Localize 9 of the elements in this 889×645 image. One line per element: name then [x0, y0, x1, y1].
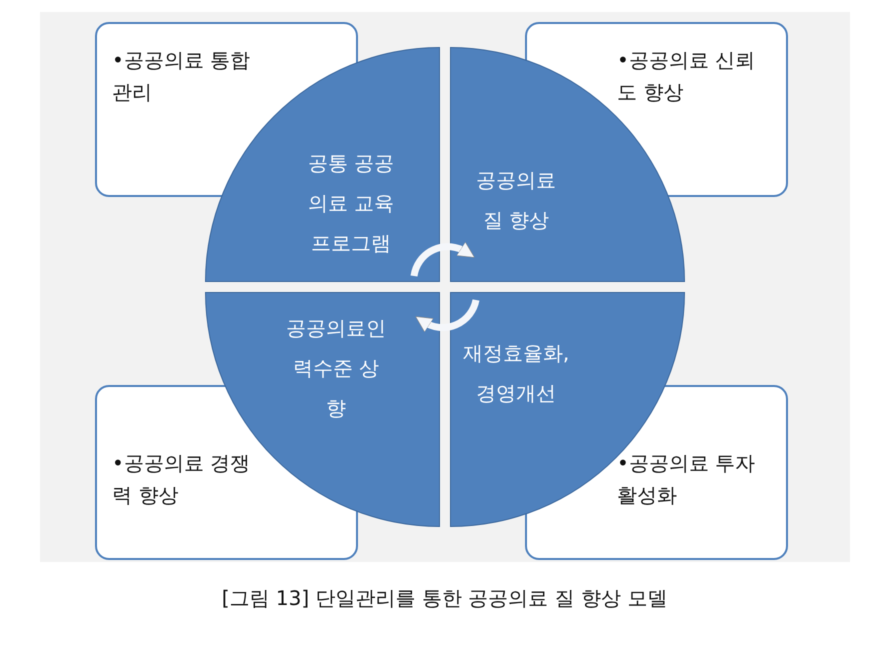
bullet-text: •공공의료 통합관리	[112, 47, 252, 106]
quadrant-text: 공공의료인력수준 상향	[286, 315, 386, 422]
quadrant-text: 재정효율화, 경영개선	[462, 340, 570, 407]
quadrant-text: 공공의료 질 향상	[475, 167, 557, 234]
bullet-text: •공공의료 투자활성화	[617, 450, 756, 509]
bullet-text: •공공의료 신뢰도 향상	[617, 47, 756, 106]
bullet-text: •공공의료 경쟁력 향상	[112, 450, 252, 509]
quadrant-text: 공통 공공 의료 교육 프로그램	[306, 150, 396, 257]
figure-caption: [그림 13] 단일관리를 통한 공공의료 질 향상 모델	[220, 585, 668, 612]
